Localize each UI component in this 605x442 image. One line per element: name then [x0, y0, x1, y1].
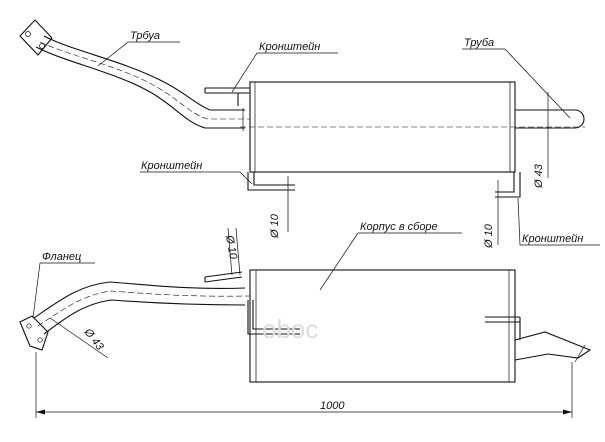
- top-bracket: [204, 87, 250, 94]
- bottom-left-bracket: [247, 300, 300, 335]
- labels: Трбуа Кронштейн Труба Кронштейн Кронштей…: [42, 30, 583, 412]
- label-dia-10-bottom: Ø 10: [223, 233, 239, 260]
- leader-lines: [32, 41, 600, 359]
- label-bracket-top: Кронштейн: [259, 41, 320, 53]
- bottom-pipe-lower: [43, 299, 246, 335]
- length-dimension: [35, 352, 573, 418]
- label-bracket-left: Кронштейн: [141, 160, 202, 172]
- bottom-inlet-bracket: [204, 271, 243, 283]
- flange-hole: [25, 31, 31, 37]
- right-lower-bracket: [495, 172, 521, 198]
- top-outlet-pipe: [515, 109, 585, 129]
- watermark-text: oboc: [262, 314, 318, 344]
- top-pipe-upper: [43, 35, 245, 111]
- label-pipe-top: Трбуа: [130, 30, 160, 42]
- bottom-outlet-pipe: [514, 331, 592, 361]
- label-dia-43-bottom: Ø 43: [81, 326, 106, 354]
- label-dia-10-top: Ø 10: [269, 213, 281, 239]
- label-bracket-right: Кронштейн: [522, 233, 583, 245]
- label-housing: Корпус в сборе: [360, 221, 438, 233]
- bottom-muffler-body: [249, 269, 516, 383]
- label-flange: Фланец: [42, 251, 81, 263]
- bottom-pipe-upper: [33, 281, 246, 319]
- bottom-flange: [19, 315, 49, 351]
- label-length: 1000: [320, 400, 345, 412]
- top-view: [19, 19, 585, 245]
- label-pipe-right: Труба: [464, 37, 494, 49]
- label-dia-10-right: Ø 10: [483, 223, 495, 249]
- left-lower-bracket: [247, 172, 295, 191]
- bottom-right-bracket: [485, 316, 521, 340]
- top-pipe-lower: [35, 46, 245, 129]
- flange-hole: [39, 43, 45, 49]
- label-dia-43-right: Ø 43: [533, 163, 545, 189]
- bottom-view: [19, 227, 592, 383]
- top-flange: [19, 19, 53, 56]
